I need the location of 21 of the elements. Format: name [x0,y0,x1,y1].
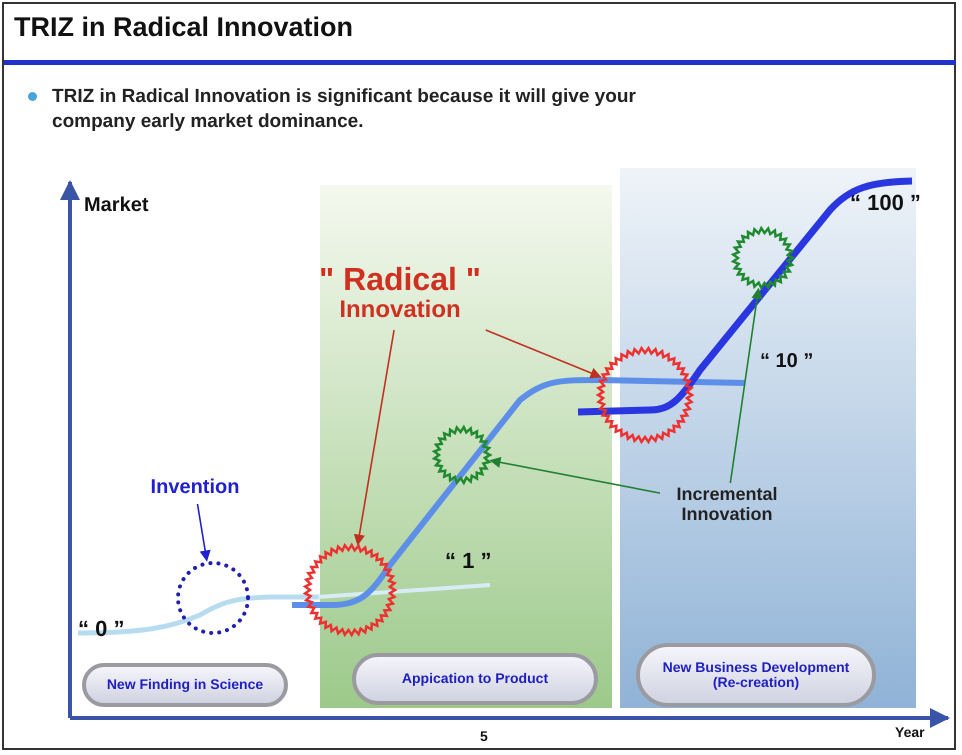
leader-arrow [354,330,395,546]
callout-text: Invention [150,476,240,498]
lead-text: TRIZ in Radical Innovation is significant because it will give your company early market dominance. [52,85,637,134]
axis-label: Market [84,194,148,217]
callout-text: Innovation [338,297,462,324]
phase-pill: Appication to Product [352,653,598,705]
leader-arrow [489,456,660,494]
callout-heading: " Radical " [318,262,482,298]
page-number: 5 [480,728,488,744]
axis-label: Year [895,724,925,740]
value-label: “ 10 ” [760,350,814,373]
value-label: “ 100 ” [850,190,921,216]
leader-arrow [485,329,602,378]
slide-title: TRIZ in Radical Innovation [14,12,354,43]
phase-pill: New Business Development (Re-creation) [636,643,876,707]
value-label: “ 0 ” [78,616,124,642]
leader-arrow [196,504,211,562]
leader-arrow [730,288,763,484]
phase-pill: New Finding in Science [82,663,288,707]
value-label: “ 1 ” [445,548,492,574]
callout-text: Incremental Innovation [675,485,779,525]
